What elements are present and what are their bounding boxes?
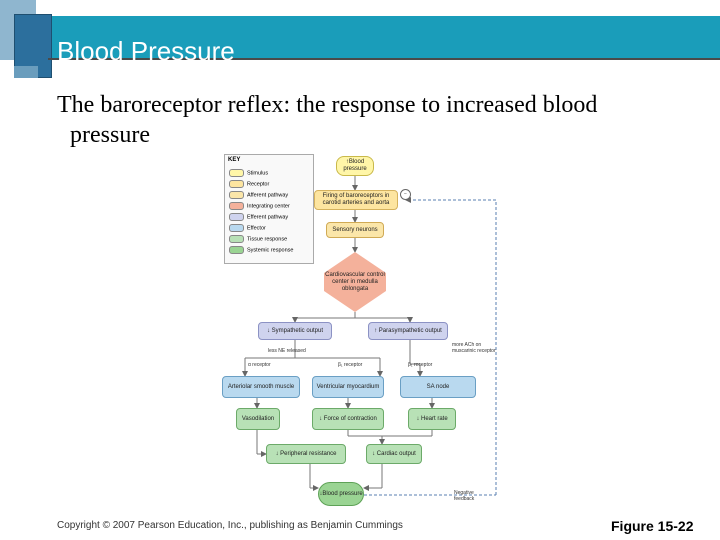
figure-label: Figure 15-22 xyxy=(611,518,694,534)
key-swatch xyxy=(229,246,244,254)
slide-title: Blood Pressure xyxy=(57,36,235,60)
force-node: ↓ Force of contraction xyxy=(312,408,384,430)
minus-sign: − xyxy=(400,189,411,200)
decor-square xyxy=(14,66,38,78)
title-rule xyxy=(48,58,720,60)
sa-node: SA node xyxy=(400,376,476,398)
key-item-label: Efferent pathway xyxy=(247,214,289,221)
slide-subtitle: The baroreceptor reflex: the response to… xyxy=(57,90,707,150)
negative-feedback-label: Negative feedback xyxy=(454,490,475,502)
baroreceptor-diagram: KEY Stimulus Receptor Afferent pathway I… xyxy=(220,152,510,512)
alpha-receptor-label: α receptor xyxy=(248,362,271,368)
key-swatch xyxy=(229,235,244,243)
subtitle-line-1: The baroreceptor reflex: the response to… xyxy=(57,92,598,118)
key-swatch xyxy=(229,202,244,210)
key-swatch xyxy=(229,224,244,232)
result-node: ↓Blood pressure xyxy=(318,482,364,506)
sympathetic-node: ↓ Sympathetic output xyxy=(258,322,332,340)
heart-rate-node: ↓ Heart rate xyxy=(408,408,456,430)
key-item: Integrating center xyxy=(229,202,290,210)
key-item: Efferent pathway xyxy=(229,213,288,221)
key-item: Effector xyxy=(229,224,266,232)
afferent-node: Sensory neurons xyxy=(326,222,384,238)
key-swatch xyxy=(229,169,244,177)
vasodilation-node: Vasodilation xyxy=(236,408,280,430)
diagram-connectors xyxy=(242,176,497,496)
copyright-notice: Copyright © 2007 Pearson Education, Inc.… xyxy=(57,520,403,531)
key-item-label: Effector xyxy=(247,225,266,232)
less-ne-label: less NE released xyxy=(268,348,306,354)
subtitle-line-2: pressure xyxy=(70,122,150,148)
diagram-key: KEY Stimulus Receptor Afferent pathway I… xyxy=(224,154,314,264)
key-item-label: Systemic response xyxy=(247,247,294,254)
key-title: KEY xyxy=(228,157,241,163)
title-bar xyxy=(0,16,720,60)
beta1-receptor-label: β₁ receptor xyxy=(338,362,363,368)
arteriolar-node: Arteriolar smooth muscle xyxy=(222,376,300,398)
key-item: Afferent pathway xyxy=(229,191,288,199)
receptor-node: Firing of baroreceptors in carotid arter… xyxy=(314,190,398,210)
key-item-label: Tissue response xyxy=(247,236,288,243)
key-item-label: Integrating center xyxy=(247,203,290,210)
key-item-label: Afferent pathway xyxy=(247,192,289,199)
key-swatch xyxy=(229,191,244,199)
parasympathetic-node: ↑ Parasympathetic output xyxy=(368,322,448,340)
key-item: Receptor xyxy=(229,180,269,188)
key-item: Stimulus xyxy=(229,169,268,177)
key-item-label: Stimulus xyxy=(247,170,269,177)
key-item: Tissue response xyxy=(229,235,287,243)
key-swatch xyxy=(229,180,244,188)
cardiac-node: ↓ Cardiac output xyxy=(366,444,422,464)
key-item: Systemic response xyxy=(229,246,293,254)
ventricular-node: Ventricular myocardium xyxy=(312,376,384,398)
beta1-receptor-label-2: β₁ receptor xyxy=(408,362,433,368)
key-item-label: Receptor xyxy=(247,181,270,188)
more-ach-label: more ACh on muscarinic receptor xyxy=(452,342,496,354)
stimulus-node: ↑Blood pressure xyxy=(336,156,374,176)
peripheral-node: ↓ Peripheral resistance xyxy=(266,444,346,464)
key-swatch xyxy=(229,213,244,221)
